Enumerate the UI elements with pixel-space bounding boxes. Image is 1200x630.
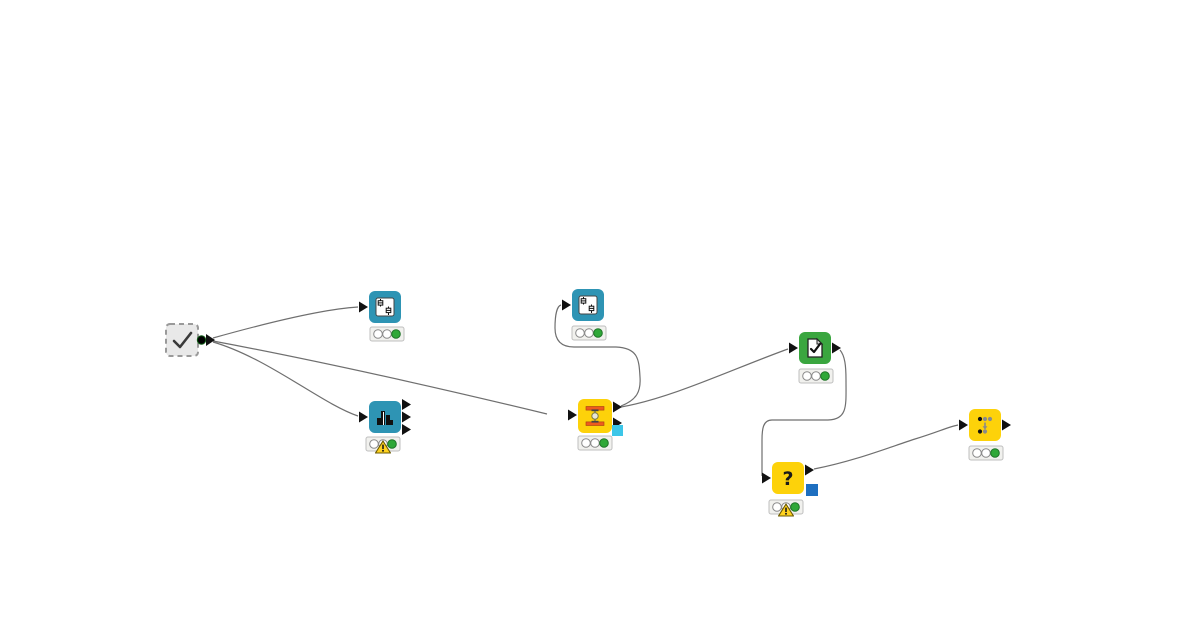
status-light-green [387, 439, 397, 449]
output-port[interactable] [402, 399, 411, 410]
metanode-output-port[interactable] [196, 335, 207, 345]
square-port[interactable] [806, 484, 818, 496]
status-light-off [811, 371, 821, 381]
status-light-off [772, 502, 782, 512]
input-port[interactable] [959, 419, 968, 431]
traffic-light-status [577, 435, 613, 451]
status-light-green [391, 329, 401, 339]
input-port[interactable] [562, 299, 571, 311]
output-port[interactable] [402, 411, 411, 423]
status-light-green [790, 502, 800, 512]
status-light-off [802, 371, 812, 381]
status-light-green [990, 448, 1000, 458]
missing-node-placeholder[interactable]: ? [762, 462, 818, 517]
wire-rowfilter-to-validator[interactable] [620, 348, 789, 408]
traffic-light-status [798, 368, 834, 384]
statistics-node[interactable] [359, 399, 411, 454]
node-body[interactable] [772, 462, 804, 494]
output-port[interactable] [805, 464, 814, 476]
output-port[interactable] [1002, 419, 1011, 431]
missing-value-node[interactable] [959, 409, 1011, 461]
status-light-off [981, 448, 991, 458]
status-light-off [373, 329, 383, 339]
missing-value-icon [977, 416, 993, 434]
input-port[interactable] [762, 472, 771, 484]
input-port[interactable] [359, 411, 368, 423]
output-port[interactable] [206, 334, 215, 346]
status-light-off [575, 328, 585, 338]
metanode-checkmark[interactable] [165, 323, 215, 357]
input-port[interactable] [359, 301, 368, 313]
output-port[interactable] [613, 401, 622, 413]
wire-validator-to-question[interactable] [761, 349, 847, 476]
square-port[interactable] [612, 425, 623, 436]
status-light-off [382, 329, 392, 339]
status-light-green [820, 371, 830, 381]
traffic-light-status [571, 325, 607, 341]
status-light-off [369, 439, 379, 449]
wire-metanode-to-rowfilter[interactable] [212, 340, 548, 415]
wire-rowfilter-to-boxplot2[interactable] [554, 304, 641, 407]
status-light-green [599, 438, 609, 448]
status-light-off [584, 328, 594, 338]
status-light-green [593, 328, 603, 338]
output-port[interactable] [402, 424, 411, 435]
wire-metanode-to-statistics[interactable] [212, 341, 359, 417]
warning-icon [374, 440, 392, 454]
box-plot-node-1[interactable] [359, 291, 405, 342]
question-glyph: ? [782, 468, 793, 490]
metanode-body[interactable] [165, 323, 199, 357]
box-plot-icon [578, 295, 598, 315]
question-icon: ? [782, 468, 793, 490]
status-light-off [590, 438, 600, 448]
traffic-light-status [369, 326, 405, 342]
traffic-light-status [968, 445, 1004, 461]
input-port[interactable] [789, 342, 798, 354]
checkmark-icon [172, 331, 193, 349]
warning-icon [777, 503, 795, 517]
box-plot-node-2[interactable] [562, 289, 607, 341]
wire-metanode-to-boxplot1[interactable] [212, 306, 359, 339]
output-port[interactable] [832, 342, 841, 354]
status-light-off [581, 438, 591, 448]
row-filter-node[interactable] [568, 399, 623, 451]
status-light-off [972, 448, 982, 458]
document-check-icon [807, 337, 824, 358]
table-validator-node[interactable] [789, 332, 841, 384]
box-plot-icon [375, 297, 395, 317]
histogram-icon [377, 411, 393, 425]
wire-question-to-missingvalue[interactable] [813, 424, 959, 470]
filter-rows-icon [585, 406, 605, 426]
input-port[interactable] [568, 409, 577, 421]
